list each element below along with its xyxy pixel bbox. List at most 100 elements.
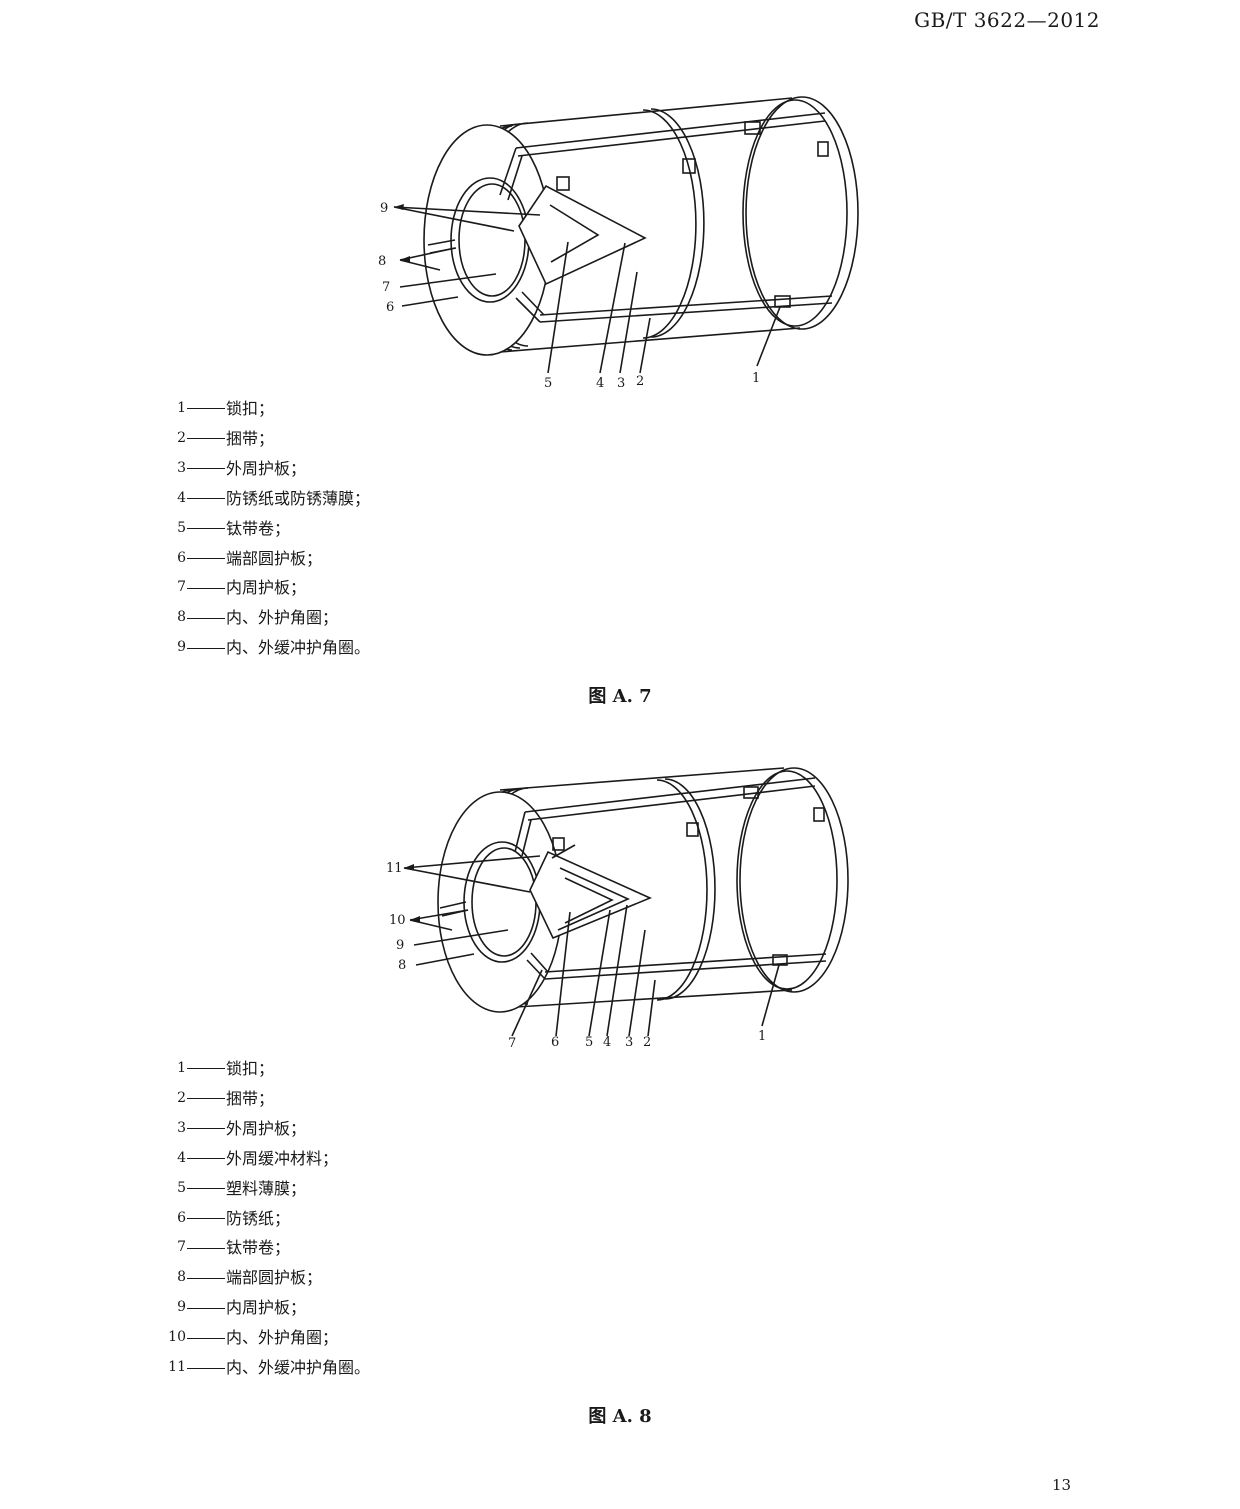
callout-label: 2 [636, 374, 644, 389]
coil-top-edge [499, 97, 793, 127]
callout-label: 1 [752, 371, 760, 386]
legend-item: 5 钛带卷； [160, 514, 370, 544]
corner-protector-layer [551, 844, 576, 859]
legend-number: 1 [177, 1060, 186, 1076]
strap-band [642, 109, 697, 339]
leader-dash [187, 1068, 225, 1070]
buckle [744, 121, 761, 135]
legend-item: 7 钛带卷； [160, 1233, 370, 1263]
legend-number: 8 [177, 609, 186, 626]
leader-line [756, 306, 781, 367]
legend-text: 内、外缓冲护角圈。 [226, 1358, 371, 1378]
leader-line [401, 296, 459, 307]
corner-protector-layer [564, 877, 614, 924]
buckle [556, 176, 570, 191]
legend-item: 11 内、外缓冲护角圈。 [160, 1353, 370, 1383]
leader-line [393, 206, 541, 232]
leader-dash [187, 408, 225, 410]
coil-back-rim-inner [742, 99, 848, 327]
leader-dash [187, 1367, 225, 1369]
callout-label: 3 [625, 1035, 633, 1050]
buckle [774, 295, 791, 308]
callout-label: 7 [508, 1036, 516, 1051]
leader-dash [187, 1247, 225, 1249]
buckle [813, 807, 825, 822]
callout-label: 11 [386, 861, 403, 876]
leader-dash [187, 1307, 225, 1309]
legend-number: 10 [168, 1329, 186, 1346]
legend-text: 钛带卷； [226, 518, 291, 538]
legend-number: 7 [177, 1239, 186, 1256]
legend-item: 8 内、外护角圈； [160, 603, 370, 633]
callout-label: 5 [544, 376, 552, 391]
face-strap-top [499, 147, 523, 201]
leader-dash [187, 647, 225, 649]
legend-text: 防锈纸或防锈薄膜； [226, 488, 371, 508]
legend-text: 捆带； [226, 428, 275, 448]
arrow-head [394, 204, 404, 210]
leader-line [399, 273, 497, 288]
leader-dash [187, 528, 225, 530]
coil-bottom-edge [499, 327, 801, 353]
leader-dash [187, 468, 225, 470]
legend-item: 7 内周护板； [160, 573, 370, 603]
leader-dash [187, 1098, 225, 1100]
legend-number: 7 [177, 579, 186, 596]
legend-number: 5 [177, 1179, 186, 1196]
axial-strap-bottom [544, 953, 827, 980]
coil-back-rim [739, 767, 849, 993]
leader-dash [187, 1188, 225, 1190]
leader-line [415, 953, 475, 966]
leader-dash [187, 1158, 225, 1160]
legend-text: 内、外护角圈； [226, 608, 339, 628]
legend-number: 9 [177, 639, 186, 656]
legend-number: 4 [177, 489, 186, 506]
legend-text: 内周护板； [226, 578, 307, 598]
legend-number: 4 [177, 1149, 186, 1166]
leader-line [413, 929, 509, 946]
legend-number: 3 [177, 459, 186, 476]
figure-a7-drawing: 9 8 7 6 5 4 3 2 1 [0, 0, 1240, 400]
legend-number: 3 [177, 1119, 186, 1136]
legend-number: 2 [177, 1089, 186, 1106]
leader-dash [187, 1337, 225, 1339]
leader-dash [187, 498, 225, 500]
callout-label: 2 [643, 1035, 651, 1050]
figure-a8-drawing: 11 10 9 8 7 6 5 4 3 2 1 [0, 740, 1240, 1070]
legend-text: 内、外缓冲护角圈。 [226, 638, 371, 658]
corner-protector-outer [518, 184, 647, 286]
legend-number: 5 [177, 519, 186, 536]
face-strap-bottom [515, 291, 545, 323]
figure-a7-caption: 图 A. 7 [588, 686, 652, 707]
leader-dash [187, 1277, 225, 1279]
leader-line [599, 242, 626, 374]
axial-strap-top [524, 777, 816, 821]
axial-strap-top [515, 112, 826, 157]
leader-line [606, 904, 628, 1037]
legend-number: 6 [177, 549, 186, 566]
legend-text: 钛带卷； [226, 1238, 291, 1258]
leader-line [511, 969, 543, 1037]
callout-label: 9 [380, 201, 388, 216]
leader-line [628, 929, 646, 1037]
legend-text: 内周护板； [226, 1298, 307, 1318]
buckle [817, 141, 829, 157]
callout-label: 4 [603, 1035, 611, 1050]
legend-number: 2 [177, 429, 186, 446]
legend-number: 11 [168, 1359, 186, 1376]
legend-text: 捆带； [226, 1088, 275, 1108]
leader-line [619, 271, 638, 374]
callout-label: 6 [551, 1035, 559, 1050]
legend-number: 6 [177, 1209, 186, 1226]
standard-code: GB/T 3622—2012 [914, 8, 1100, 32]
corner-protector-outer [529, 850, 653, 940]
legend-number: 8 [177, 1269, 186, 1286]
arrow-head [404, 864, 414, 870]
legend-text: 内、外护角圈； [226, 1328, 339, 1348]
face-strap-top [514, 811, 532, 857]
